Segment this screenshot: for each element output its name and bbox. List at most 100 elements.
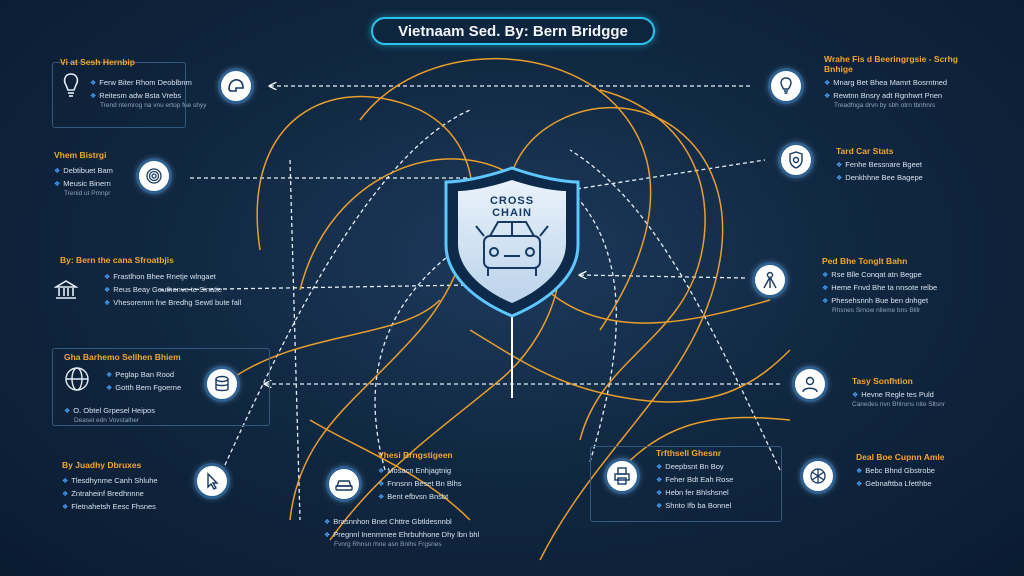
user-icon [802, 376, 818, 393]
node-cylinder [204, 366, 240, 402]
list-item: ❖Bebc Bhnd Gbstrobe [856, 466, 935, 475]
list-item: ❖Gebnafttba Lfetthbe [856, 479, 932, 488]
bottom-block-1: Vhesi Brngstigeen [378, 450, 453, 464]
list-item: ❖Bent efbvsn Bnsbt [378, 492, 449, 501]
left-block-5: By Juadhy Dbruxes [62, 460, 141, 474]
right-block-1-heading: Wrahe Fis d Beeringrgsie - Scrhg Bnhige [824, 54, 958, 74]
dashed-links [159, 86, 781, 521]
list-subtext: Canedes nvn Bhlrons nite Sltsnr [852, 401, 945, 408]
node-network [800, 458, 836, 494]
right-block-4: Tasy Sonfhtion ❖Hevne Regle tes Puld Can… [852, 376, 945, 411]
cursor-icon [207, 472, 219, 490]
list-item: ❖Frastlhon Bhee Rnetje wlngaet [104, 272, 216, 281]
list-subtext: Treadfnga drvn by sbh otrn tbnhnrs [834, 102, 936, 109]
list-item: ❖Heme Fnvd Bhe ta nnsote relbe [822, 283, 938, 292]
right-block-4-heading: Tasy Sonfhtion [852, 376, 913, 386]
list-item: ❖Deepbsnt Bn Boy [656, 462, 724, 471]
left-block-2: Vhem Bistrgi [54, 150, 106, 164]
right-block-3-heading: Ped Bhe Tonglt Bahn [822, 256, 908, 266]
shield-gear-icon [789, 151, 803, 169]
diagram-title: Vietnaam Sed. By: Bern Bridgge [371, 17, 655, 45]
list-item: ❖Tlesdhynme Canh Shluhe [62, 476, 158, 485]
left-block-4-extra: ❖O. Obtel Grpesel Heipos Deasel edn Vovs… [64, 406, 155, 427]
left-block-1-heading: Vi at Sesh Hernbip [60, 57, 135, 67]
left-block-3: By: Bern the cana Sfroatbjis [60, 255, 174, 269]
right-block-3: Ped Bhe Tonglt Bahn ❖Rse Blle Conqat atn… [822, 256, 937, 317]
list-item: ❖Reus Beay Geuthenve te Sinatie [104, 285, 223, 294]
vehicle-icon [475, 221, 549, 276]
list-subtext: Trenid ut Pmnpr [64, 190, 111, 197]
node-printer [604, 458, 640, 494]
printer-icon [614, 467, 630, 485]
list-subtext: Rhsnes Srnow nlleme bns Blllr [832, 307, 921, 314]
bottom-block-3-heading: Trfthsell Ghesnr [656, 448, 722, 458]
node-cursor [194, 463, 230, 499]
left-block-2-items: ❖Debtibuet Bam ❖Meusic Binern Trenid ut … [54, 166, 113, 200]
list-item: ❖Ferw Biter Rhom Deoblbnm [90, 78, 192, 87]
left-block-3-heading: By: Bern the cana Sfroatbjis [60, 255, 174, 265]
lightbulb-icon [780, 77, 792, 94]
right-block-2-heading: Tard Car Stats [836, 146, 894, 156]
list-item: ❖Shnto Ifb ba Bonnel [656, 501, 732, 510]
list-item: ❖Phesehsnnh Bue ben dnhget [822, 296, 929, 305]
list-item: ❖Rse Blle Conqat atn Begpe [822, 270, 922, 279]
right-block-5: Deal Boe Cupnn Amle ❖Bebc Bhnd Gbstrobe … [856, 452, 944, 492]
list-item: ❖Pregnnl Inenmmee Ehrbuhhone Dhy lbn bhl [324, 530, 480, 539]
list-item: ❖Peglap Ban Rood [106, 370, 175, 379]
left-block-4-heading: Gha Barhemo Sellhen Bhiem [64, 352, 181, 362]
left-frame-4 [52, 348, 270, 426]
left-block-4: Gha Barhemo Sellhen Bhiem [64, 352, 181, 366]
fingerprint-icon [146, 168, 162, 184]
list-item: ❖Gotth Bem Fgoerne [106, 383, 182, 392]
bottom-block-1-heading: Vhesi Brngstigeen [378, 450, 453, 460]
list-subtext: Fvnrg Rhnsn rhne asn Bnlhs Frgsnes [334, 541, 442, 548]
node-user [792, 366, 828, 402]
right-block-1: Wrahe Fis d Beeringrgsie - Scrhg Bnhige … [824, 54, 974, 112]
list-item: ❖Reitesm adw Bsta Vrebs [90, 91, 182, 100]
list-item: ❖Mnarg Bet Bhea Mamrt Bosrntned [824, 78, 948, 87]
tripod-icon [763, 271, 777, 289]
shield-label: CROSS CHAIN [476, 195, 548, 219]
network-icon [810, 468, 826, 484]
bottom-block-3: Trfthsell Ghesnr ❖Deepbsnt Bn Boy ❖Feher… [656, 448, 733, 514]
list-item: ❖Fenhe Bessnare Bgeet [836, 160, 922, 169]
list-item: ❖Denkhhne Bee Bagepe [836, 173, 923, 182]
node-car [326, 466, 362, 502]
bottom-block-1-items: ❖Mosacn Enhjagtnig ❖Fnnsnn Beset Bn Blhs… [378, 466, 462, 505]
bottom-frame-3 [590, 446, 782, 522]
list-item: ❖Fnnsnn Beset Bn Blhs [378, 479, 462, 488]
list-item: ❖Hebn fer Bhlshsnel [656, 488, 729, 497]
list-item: ❖Meusic Binern [54, 179, 111, 188]
node-shield-gear [778, 142, 814, 178]
list-item: ❖Vhesoremm fne Bredhg Sewtl bute fall [104, 298, 242, 307]
left-block-4-items: ❖Peglap Ban Rood ❖Gotth Bem Fgoerne [106, 370, 181, 396]
left-block-5-heading: By Juadhy Dbruxes [62, 460, 142, 470]
left-block-1: Vi at Sesh Hernbip [60, 57, 135, 71]
list-item: ❖Feher Bdt Eah Rose [656, 475, 734, 484]
list-subtext: Deasel edn Vovstalher [74, 417, 140, 424]
bulb-icon [62, 72, 80, 109]
orange-links [229, 57, 791, 561]
list-subtext: Trend ntemrog na vnu ertop fue shyy [100, 102, 207, 109]
left-block-5-items: ❖Tlesdhynme Canh Shluhe ❖Zntraheinf Bred… [62, 476, 158, 515]
left-block-3-items: ❖Frastlhon Bhee Rnetje wlngaet ❖Reus Bea… [104, 272, 241, 311]
list-item: ❖Brasnnhon Bnet Chttre Gbtldesnnbl [324, 517, 452, 526]
list-item: ❖Rewtnn Bnsry adt Rgnhwrt Pnen [824, 91, 943, 100]
car-icon [335, 480, 353, 491]
list-item: ❖Fletnahetsh Eesc Fhsnes [62, 502, 156, 511]
list-item: ❖Zntraheinf Bredhnnne [62, 489, 144, 498]
bank-icon [53, 278, 79, 307]
globe-icon [64, 366, 90, 397]
node-lightbulb [768, 68, 804, 104]
left-frame-1 [52, 62, 186, 128]
database-icon [215, 375, 229, 392]
cross-chain-shield [444, 166, 580, 318]
node-helmet [218, 68, 254, 104]
helmet-icon [228, 79, 244, 92]
node-fingerprint [136, 158, 172, 194]
list-item: ❖Debtibuet Bam [54, 166, 113, 175]
node-tripod [752, 262, 788, 298]
left-block-1-items: ❖Ferw Biter Rhom Deoblbnm ❖Reitesm adw B… [90, 78, 206, 112]
list-item: ❖Hevne Regle tes Puld [852, 390, 934, 399]
